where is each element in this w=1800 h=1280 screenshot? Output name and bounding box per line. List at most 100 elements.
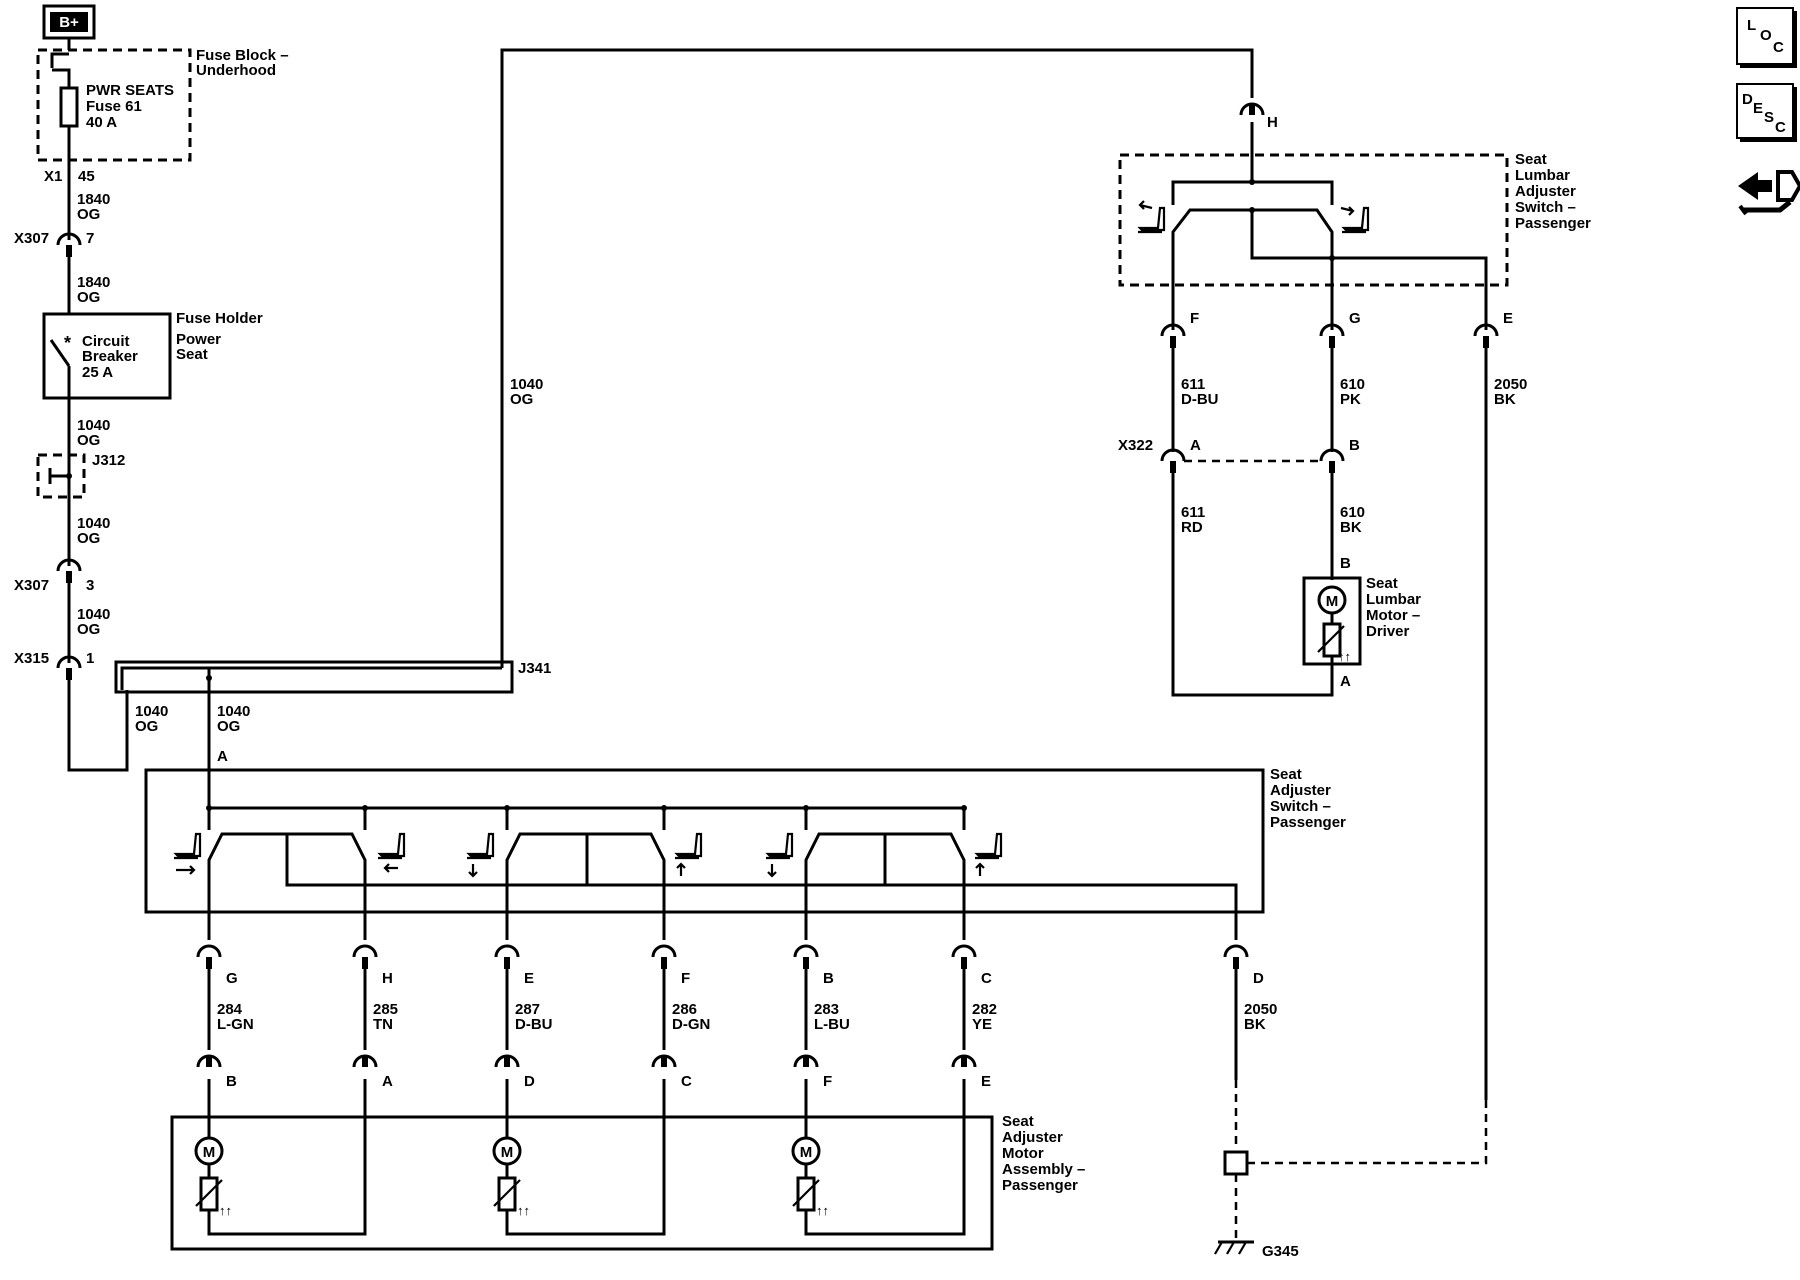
svg-text:A: A	[1190, 437, 1201, 454]
splice-j312: J312	[36, 452, 125, 499]
svg-text:Motor: Motor	[1002, 1145, 1044, 1162]
svg-text:X307: X307	[14, 577, 49, 594]
svg-text:TN: TN	[373, 1016, 393, 1033]
svg-text:G: G	[1349, 310, 1361, 327]
svg-text:7: 7	[86, 230, 94, 247]
channel-283: B 283 L-BU F	[793, 944, 850, 1090]
svg-text:S: S	[1764, 109, 1774, 126]
svg-text:F: F	[681, 970, 690, 987]
svg-text:Lumbar: Lumbar	[1515, 167, 1570, 184]
svg-text:OG: OG	[77, 206, 100, 223]
svg-text:C: C	[1775, 119, 1786, 136]
svg-text:610: 610	[1340, 504, 1365, 521]
desc-button[interactable]: D E S C	[1736, 83, 1797, 142]
svg-text:C: C	[1773, 39, 1784, 56]
channel-287: E 287 D-BU D	[494, 944, 553, 1090]
svg-text:G345: G345	[1262, 1243, 1299, 1260]
svg-text:B: B	[1349, 437, 1360, 454]
motor-2: M ↑↑	[492, 1079, 666, 1236]
svg-text:D: D	[1253, 970, 1264, 987]
svg-text:B: B	[823, 970, 834, 987]
connector-nav-icon[interactable]	[1738, 170, 1800, 216]
svg-text:2050: 2050	[1494, 376, 1527, 393]
splice-j341: J341	[114, 660, 551, 694]
svg-text:Seat: Seat	[176, 346, 208, 363]
svg-text:Passenger: Passenger	[1002, 1177, 1078, 1194]
seat-switch-pin-a: A	[217, 748, 228, 765]
svg-text:M: M	[203, 1144, 216, 1161]
channel-284: G 284 L-GN B	[196, 944, 254, 1090]
svg-text:X315: X315	[14, 650, 49, 667]
svg-text:25 A: 25 A	[82, 364, 113, 381]
svg-text:611: 611	[1181, 504, 1205, 521]
channel-282: C 282 YE E	[951, 944, 997, 1090]
svg-text:Breaker: Breaker	[82, 348, 138, 365]
seat-adjuster-switch-passenger: Seat Adjuster Switch – Passenger	[144, 766, 1346, 940]
fuse-61-symbol	[59, 86, 79, 128]
svg-text:OG: OG	[77, 432, 100, 449]
svg-text:E: E	[1503, 310, 1513, 327]
svg-text:Power: Power	[176, 331, 221, 348]
svg-text:L: L	[1747, 17, 1756, 34]
svg-text:H: H	[382, 970, 393, 987]
svg-text:B: B	[226, 1073, 237, 1090]
svg-text:J312: J312	[92, 452, 125, 469]
svg-text:Adjuster: Adjuster	[1002, 1129, 1063, 1146]
svg-text:Lumbar: Lumbar	[1366, 591, 1421, 608]
svg-text:OG: OG	[77, 289, 100, 306]
ground-wire-2050: D 2050 BK	[1223, 944, 1277, 1080]
svg-text:E: E	[524, 970, 534, 987]
svg-text:G: G	[226, 970, 238, 987]
svg-text:287: 287	[515, 1001, 540, 1018]
channel-285: H 285 TN A	[352, 944, 398, 1090]
lumbar-switch-label: Seat	[1515, 151, 1547, 168]
svg-text:D-BU: D-BU	[1181, 391, 1219, 408]
svg-text:E: E	[981, 1073, 991, 1090]
svg-text:Fuse 61: Fuse 61	[86, 98, 142, 115]
fuse-holder-power-seat: * Circuit Breaker 25 A Fuse Holder Power…	[42, 310, 263, 400]
svg-text:Adjuster: Adjuster	[1515, 183, 1576, 200]
svg-text:X307: X307	[14, 230, 49, 247]
lumbar-motor-label: Seat	[1366, 575, 1398, 592]
svg-text:1040: 1040	[77, 417, 110, 434]
svg-text:A: A	[1340, 673, 1351, 690]
svg-text:L-GN: L-GN	[217, 1016, 254, 1033]
svg-text:D: D	[524, 1073, 535, 1090]
svg-text:285: 285	[373, 1001, 398, 1018]
svg-text:40 A: 40 A	[86, 114, 117, 131]
ground-g345: G345	[1214, 340, 1488, 1260]
channel-wires: G 284 L-GN B H 285 TN A E 287 D-BU D	[196, 944, 1277, 1090]
svg-text:OG: OG	[77, 530, 100, 547]
svg-text:A: A	[382, 1073, 393, 1090]
svg-text:L-BU: L-BU	[814, 1016, 850, 1033]
svg-text:610: 610	[1340, 376, 1365, 393]
svg-text:283: 283	[814, 1001, 839, 1018]
svg-text:J341: J341	[518, 660, 551, 677]
svg-text:YE: YE	[972, 1016, 992, 1033]
svg-text:1840: 1840	[77, 274, 110, 291]
svg-text:F: F	[823, 1073, 832, 1090]
motor-assembly-label: Seat	[1002, 1113, 1034, 1130]
svg-text:Switch –: Switch –	[1515, 199, 1576, 216]
svg-text:Passenger: Passenger	[1515, 215, 1591, 232]
loc-button[interactable]: L O C	[1736, 7, 1797, 68]
svg-text:F: F	[1190, 310, 1199, 327]
svg-text:Motor –: Motor –	[1366, 607, 1420, 624]
svg-text:C: C	[681, 1073, 692, 1090]
motor-1: M ↑↑	[194, 1079, 367, 1236]
svg-text:PK: PK	[1340, 391, 1361, 408]
svg-text:M: M	[800, 1144, 813, 1161]
fuse-holder-label: Fuse Holder	[176, 310, 263, 327]
wire-1040-long: 1040	[510, 376, 543, 393]
conn-x1: X1	[44, 168, 62, 185]
svg-text:282: 282	[972, 1001, 997, 1018]
svg-text:1: 1	[86, 650, 94, 667]
svg-text:↑↑: ↑↑	[219, 1203, 232, 1218]
svg-text:*: *	[64, 333, 71, 353]
svg-text:1040: 1040	[77, 515, 110, 532]
breaker-label: Circuit	[82, 333, 130, 350]
lumbar-pin-h-connector	[1239, 101, 1265, 117]
svg-text:286: 286	[672, 1001, 697, 1018]
svg-text:O: O	[1760, 27, 1772, 44]
